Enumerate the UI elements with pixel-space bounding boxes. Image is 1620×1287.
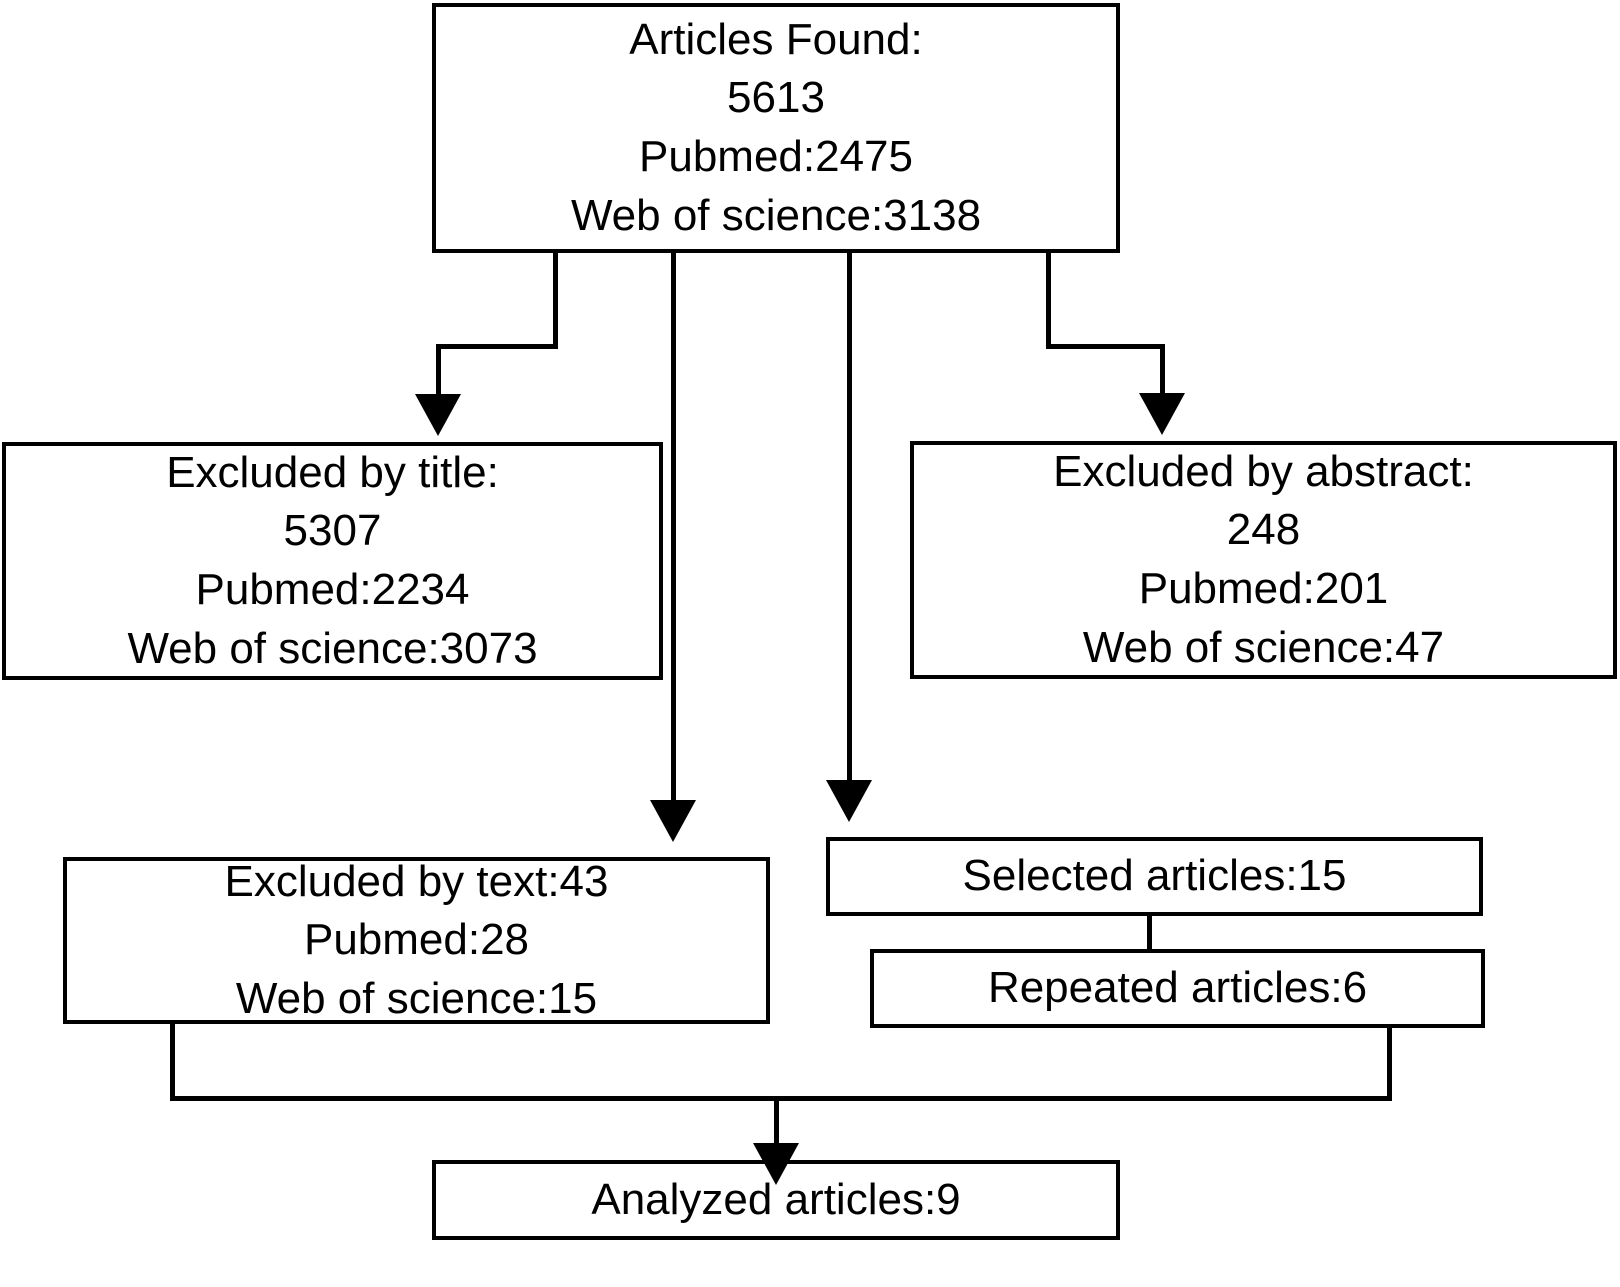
edge-articles-found-to-selected-articles-segment-vertical <box>847 250 852 787</box>
node-excluded-by-text: Excluded by text:43 Pubmed:28 Web of sci… <box>63 857 770 1024</box>
node-excluded-by-text-line-1: Excluded by text:43 <box>224 856 609 906</box>
node-repeated-articles: Repeated articles:6 <box>870 949 1485 1028</box>
edge-articles-found-to-excluded-title-segment-vertical-upper <box>553 250 558 349</box>
node-excluded-by-abstract-line-2: 248 <box>1226 505 1301 555</box>
node-excluded-by-abstract-line-4: Web of science:47 <box>1082 622 1445 672</box>
edge-merge-to-analyzed-segment-vertical <box>774 1096 779 1150</box>
edge-excluded-text-to-analyzed-segment-vertical <box>170 1021 175 1100</box>
node-excluded-by-title: Excluded by title: 5307 Pubmed:2234 Web … <box>2 442 663 680</box>
node-articles-found-line-3: Pubmed:2475 <box>639 132 913 181</box>
edge-merge-segment-horizontal <box>170 1096 1392 1101</box>
arrowhead-to-analyzed-articles <box>753 1143 799 1185</box>
node-selected-articles: Selected articles:15 <box>826 837 1483 916</box>
node-excluded-by-title-line-1: Excluded by title: <box>166 447 499 497</box>
arrowhead-to-excluded-by-abstract <box>1139 393 1185 435</box>
node-repeated-articles-line-1: Repeated articles:6 <box>987 963 1368 1013</box>
node-excluded-by-text-line-3: Web of science:15 <box>235 973 598 1023</box>
arrowhead-to-excluded-by-text <box>650 800 696 842</box>
edge-articles-found-to-excluded-title-segment-horizontal <box>436 344 558 349</box>
node-articles-found-line-1: Articles Found: <box>629 14 923 64</box>
node-excluded-by-abstract-line-3: Pubmed:201 <box>1138 564 1389 613</box>
node-articles-found-line-2: 5613 <box>727 73 825 123</box>
edge-articles-found-to-excluded-text-segment-vertical <box>671 250 676 807</box>
edge-repeated-to-analyzed-segment-vertical <box>1387 1025 1392 1100</box>
node-excluded-by-title-line-2: 5307 <box>283 506 382 556</box>
node-excluded-by-title-line-4: Web of science:3073 <box>127 623 538 673</box>
edge-articles-found-to-excluded-abstract-segment-vertical-upper <box>1046 250 1051 349</box>
node-excluded-by-abstract-line-1: Excluded by abstract: <box>1053 446 1474 496</box>
node-excluded-by-abstract: Excluded by abstract: 248 Pubmed:201 Web… <box>910 441 1617 679</box>
arrowhead-to-selected-articles <box>826 780 872 822</box>
edge-articles-found-to-excluded-abstract-segment-horizontal <box>1046 344 1165 349</box>
arrowhead-to-excluded-by-title <box>415 394 461 436</box>
node-articles-found-line-4: Web of science:3138 <box>570 190 982 240</box>
edge-articles-found-to-excluded-title-segment-vertical-lower <box>436 344 441 417</box>
edge-selected-to-repeated-segment-vertical <box>1147 913 1152 952</box>
node-excluded-by-text-line-2: Pubmed:28 <box>303 915 530 965</box>
edge-articles-found-to-excluded-abstract-segment-vertical-lower <box>1160 344 1165 416</box>
node-excluded-by-title-line-3: Pubmed:2234 <box>195 565 470 614</box>
node-articles-found: Articles Found: 5613 Pubmed:2475 Web of … <box>432 3 1120 253</box>
node-selected-articles-line-1: Selected articles:15 <box>962 851 1347 901</box>
